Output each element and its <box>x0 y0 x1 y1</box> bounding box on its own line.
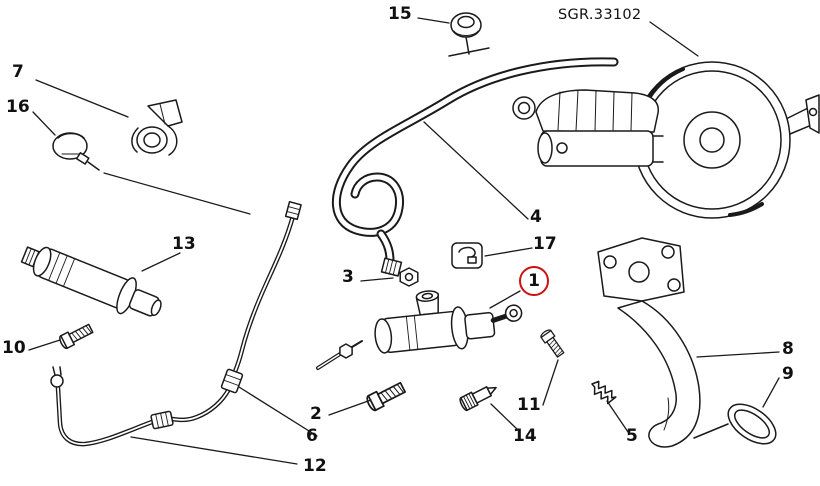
leader-6 <box>238 386 318 437</box>
leader-17 <box>484 247 533 257</box>
part-callout-1-highlighted[interactable]: 1 <box>519 266 549 296</box>
part-callout-11[interactable]: 11 <box>517 395 541 415</box>
leader-11 <box>542 359 559 406</box>
leader-14 <box>490 403 521 433</box>
part-callout-17[interactable]: 17 <box>533 234 557 254</box>
leader-10 <box>28 339 61 351</box>
part-callout-15[interactable]: 15 <box>388 4 412 24</box>
pipe-union-nut <box>339 343 353 359</box>
supply-hose-art <box>332 57 619 287</box>
reference-line <box>103 172 251 215</box>
part-callout-4[interactable]: 4 <box>530 207 542 227</box>
part-callout-5[interactable]: 5 <box>626 426 638 446</box>
leader-9 <box>762 377 780 408</box>
part-callout-16[interactable]: 16 <box>6 97 30 117</box>
leader-16 <box>32 111 56 136</box>
part-callout-13[interactable]: 13 <box>172 234 196 254</box>
part-callout-14[interactable]: 14 <box>513 426 537 446</box>
diagram-reference-code: SGR.33102 <box>558 7 642 23</box>
brake-booster-art <box>633 61 820 219</box>
leader-13 <box>141 252 181 272</box>
reservoir-master-cylinder-art <box>512 89 664 167</box>
boot-spring-art <box>591 380 617 405</box>
clutch-pedal-art <box>597 237 777 448</box>
leader-5 <box>606 400 629 433</box>
part-callout-12[interactable]: 12 <box>303 456 327 476</box>
bolt-part11 <box>539 327 567 359</box>
part-callout-3[interactable]: 3 <box>342 267 354 287</box>
part-callout-8[interactable]: 8 <box>782 339 794 359</box>
part-callout-10[interactable]: 10 <box>2 338 26 358</box>
cap-art <box>52 132 100 171</box>
part-callout-6[interactable]: 6 <box>306 426 318 446</box>
leader-3 <box>360 277 394 282</box>
leader-15 <box>417 17 450 24</box>
part-callout-9[interactable]: 9 <box>782 364 794 384</box>
leader-4 <box>423 121 529 220</box>
pipe-fitting-part6 <box>220 368 244 394</box>
leader-1 <box>489 290 521 309</box>
leader-reference <box>649 21 699 57</box>
leader-12 <box>130 436 298 465</box>
secondary-cylinder-art <box>20 246 162 317</box>
pipe-connector <box>150 410 174 430</box>
clutch-pipe-art <box>50 201 363 447</box>
bleed-valve-art <box>459 386 497 412</box>
hose-nut-part3 <box>399 267 419 287</box>
leader-lines <box>28 17 780 465</box>
leader-8 <box>696 351 780 358</box>
clutch-master-cylinder-art <box>374 290 523 354</box>
leader-2 <box>328 399 372 416</box>
part-callout-2[interactable]: 2 <box>310 404 322 424</box>
clip-sensor-art <box>131 99 183 156</box>
grommet-art <box>448 12 490 57</box>
leader-7 <box>35 79 129 118</box>
pedal-pad-art <box>727 403 777 445</box>
bolt-part10 <box>57 321 95 351</box>
part-callout-7[interactable]: 7 <box>12 62 24 82</box>
bolt-part2 <box>364 379 408 413</box>
retaining-clip-art <box>451 242 483 269</box>
